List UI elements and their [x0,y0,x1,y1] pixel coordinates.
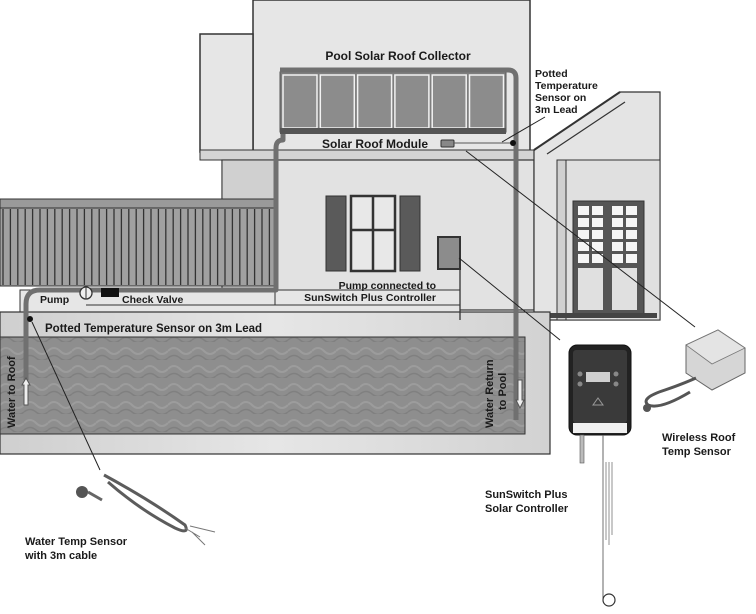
svg-text:3m Lead: 3m Lead [535,104,578,116]
label-controller: SunSwitch Plus Solar Controller [485,489,569,515]
svg-text:with 3m cable: with 3m cable [24,550,97,562]
solar-panel [319,74,356,129]
pump-control-box [437,236,461,270]
label-water-to-roof: Water to Roof [6,356,18,428]
svg-text:to Pool: to Pool [497,373,509,410]
french-door [545,200,657,318]
label-water-sensor: Water Temp Sensor with 3m cable [24,536,128,562]
label-collector: Pool Solar Roof Collector [325,49,471,63]
solar-collector [279,71,507,134]
arrow-up-icon [21,376,31,406]
fence [0,198,276,287]
svg-text:SunSwitch Plus Controller: SunSwitch Plus Controller [304,292,436,304]
roof-sensor-dot [510,140,516,146]
arrow-down-icon [515,379,525,410]
label-potted-roof: Potted Temperature Sensor on 3m Lead [535,68,598,116]
svg-text:Temperature: Temperature [535,80,598,92]
label-roof-module: Solar Roof Module [322,137,428,151]
svg-text:Solar Controller: Solar Controller [485,503,569,515]
solar-panel [431,74,467,129]
solar-panel [282,74,318,129]
label-check-valve: Check Valve [122,294,183,306]
solar-panel [394,74,430,129]
label-pump: Pump [40,294,69,306]
pipes [23,67,519,420]
label-water-return: Water Return to Pool [484,359,509,428]
check-valve-icon [101,288,119,297]
sunswitch-controller [568,344,632,607]
svg-text:Wireless Roof: Wireless Roof [662,432,736,444]
svg-text:Water Return: Water Return [484,359,496,428]
svg-text:SunSwitch Plus: SunSwitch Plus [485,489,568,501]
water-temp-sensor [76,473,216,546]
label-pump-connected: Pump connected to SunSwitch Plus Control… [304,280,436,304]
solar-panel [468,74,505,129]
svg-text:Pump connected to: Pump connected to [339,280,436,292]
wireless-roof-sensor [643,329,746,412]
pool-sensor-dot [27,316,33,322]
house-window [325,194,421,273]
svg-text:Potted: Potted [535,68,568,80]
label-wireless-sensor: Wireless Roof Temp Sensor [662,432,736,458]
svg-text:Sensor on: Sensor on [535,92,586,104]
solar-panel [356,74,393,129]
svg-text:Water Temp Sensor: Water Temp Sensor [25,536,128,548]
roof-module-icon [440,139,455,148]
svg-text:Temp Sensor: Temp Sensor [662,446,732,458]
label-potted-pool: Potted Temperature Sensor on 3m Lead [45,323,262,335]
pool-water [0,336,526,435]
